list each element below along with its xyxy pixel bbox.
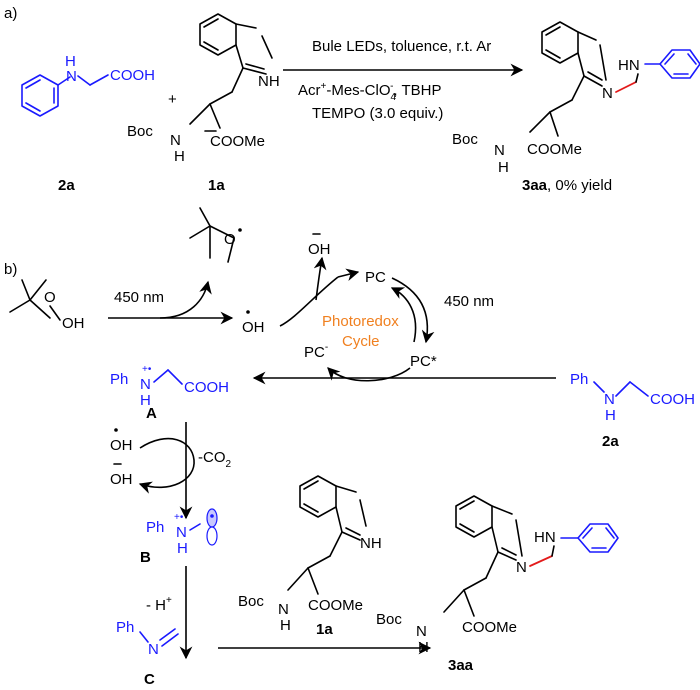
3aa-bottom-boc: Boc: [376, 611, 402, 628]
2a-top-code: 2a: [58, 177, 75, 194]
molecule-2a-top: H N COOH: [21, 53, 155, 117]
tbuo-o: O: [224, 231, 236, 248]
conditions-line3: TEMPO (3.0 equiv.): [312, 105, 443, 122]
3aa-bottom-hn: HN: [534, 529, 556, 546]
cycle-arrow-to-pc: [337, 268, 360, 282]
b-orbital-lobe-top: [206, 508, 218, 528]
cycle-arc-left-top: [279, 276, 339, 327]
cycle-arc-bottom: [327, 367, 411, 382]
plus-sign: +: [168, 91, 177, 108]
a-ph: Ph: [110, 371, 128, 388]
cycle-title-2: Cycle: [342, 333, 380, 350]
1a-bottom-code: 1a: [316, 621, 333, 638]
conditions-line2: Acr+-Mes-ClO4-, TBHP: [298, 81, 442, 103]
photoredox-cycle: PC PC* PC- Photoredox Cycle 450 nm: [279, 256, 494, 382]
excitation-arrow-up: [390, 287, 417, 343]
3aa-top-hn: HN: [618, 57, 640, 74]
a-h: H: [140, 392, 151, 409]
1a-top-code: 1a: [208, 177, 225, 194]
hydroxide-top: OH: [308, 241, 331, 258]
a-charge: +•: [142, 364, 152, 375]
3aa-bottom-n: N: [516, 559, 527, 576]
molecule-3aa-bottom: N HN Boc N H COOMe: [376, 495, 619, 656]
part-b-label: b): [4, 261, 17, 278]
conditions-line1: Bule LEDs, toluence, r.t. Ar: [312, 38, 491, 55]
1a-bottom-nh: NH: [360, 535, 382, 552]
1a-top-coome: COOMe: [210, 133, 265, 150]
3aa-bottom-code: 3aa: [448, 657, 474, 674]
tbuo-radical-dot: [238, 228, 242, 232]
2a-bottom-h: H: [605, 407, 616, 424]
1a-bottom-boc: Boc: [238, 593, 264, 610]
b-charge: +•: [174, 512, 184, 523]
tbuo-branch-arrow: [159, 280, 212, 319]
b-code: B: [140, 549, 151, 566]
co2-label: -CO2: [198, 449, 232, 470]
b-orbital-lobe-bottom: [206, 526, 218, 546]
a-n: N: [140, 376, 151, 393]
a-code: A: [146, 405, 157, 422]
2a-bottom-cooh: COOH: [650, 391, 695, 408]
3aa-top-nh-h: H: [498, 159, 509, 176]
2a-top-n: N: [66, 68, 77, 85]
light-label-1: 450 nm: [114, 289, 164, 306]
2a-top-cooh: COOH: [110, 67, 155, 84]
oh-radical-dot: [246, 310, 250, 314]
c-code: C: [144, 671, 155, 688]
cycle-light: 450 nm: [444, 293, 494, 310]
intermediate-c: Ph N: [116, 619, 179, 658]
cycle-pc: PC: [365, 269, 386, 286]
3aa-top-coome: COOMe: [527, 141, 582, 158]
1a-top-h: H: [174, 148, 185, 165]
tbhp-o2: OH: [62, 315, 85, 332]
molecule-tbhp: O OH: [9, 279, 85, 332]
1a-bottom-n: N: [278, 601, 289, 618]
a-cooh: COOH: [184, 379, 229, 396]
b-h: H: [177, 540, 188, 557]
oh-in-dot: [114, 428, 118, 432]
cycle-title-1: Photoredox: [322, 313, 399, 330]
molecule-1a-bottom: NH Boc N H COOMe: [238, 475, 382, 634]
3aa-top-boc: Boc: [452, 131, 478, 148]
1a-top-boc: Boc: [127, 123, 153, 140]
oh-in: OH: [110, 437, 133, 454]
intermediate-a: Ph +• N H COOH: [110, 364, 229, 409]
2a-top-h: H: [65, 53, 76, 70]
1a-top-nh: NH: [258, 73, 280, 90]
3aa-top-n: N: [602, 85, 613, 102]
oh-out: OH: [110, 471, 133, 488]
c-ph: Ph: [116, 619, 134, 636]
2a-bottom-n: N: [604, 391, 615, 408]
molecule-3aa-top: N HN Boc N H COOMe: [452, 21, 700, 176]
3aa-top-caption: 3aa, 0% yield: [522, 177, 612, 194]
1a-bottom-h: H: [280, 617, 291, 634]
intermediate-b: Ph +• N H: [146, 508, 218, 557]
cycle-pc-minus: PC-: [304, 342, 328, 361]
hydroxide-out-arrow: [313, 256, 327, 301]
3aa-bottom-nh-h: H: [418, 639, 429, 656]
molecule-2a-bottom: Ph N H COOH: [570, 371, 695, 424]
1a-top-n: N: [170, 132, 181, 149]
2a-bottom-ph: Ph: [570, 371, 588, 388]
b-n: N: [176, 524, 187, 541]
b-ph: Ph: [146, 519, 164, 536]
b-radical-dot: [210, 514, 214, 518]
oh-radical: OH: [242, 319, 265, 336]
part-a-label: a): [4, 5, 17, 22]
molecule-1a-top: NH Boc N H COOMe: [127, 13, 280, 165]
2a-bottom-code: 2a: [602, 433, 619, 450]
1a-bottom-coome: COOMe: [308, 597, 363, 614]
minus-h-label: - H+: [146, 595, 172, 614]
3aa-top-nh-n: N: [494, 142, 505, 159]
c-n: N: [148, 641, 159, 658]
3aa-bottom-nh-n: N: [416, 623, 427, 640]
3aa-bottom-coome: COOMe: [462, 619, 517, 636]
excitation-arrow-down: [391, 277, 435, 344]
cycle-pc-star: PC*: [410, 353, 437, 370]
hydroxide-curved-arrow: [138, 437, 195, 494]
tbhp-o1: O: [44, 289, 56, 306]
molecule-tbuo-radical: O: [189, 207, 242, 263]
